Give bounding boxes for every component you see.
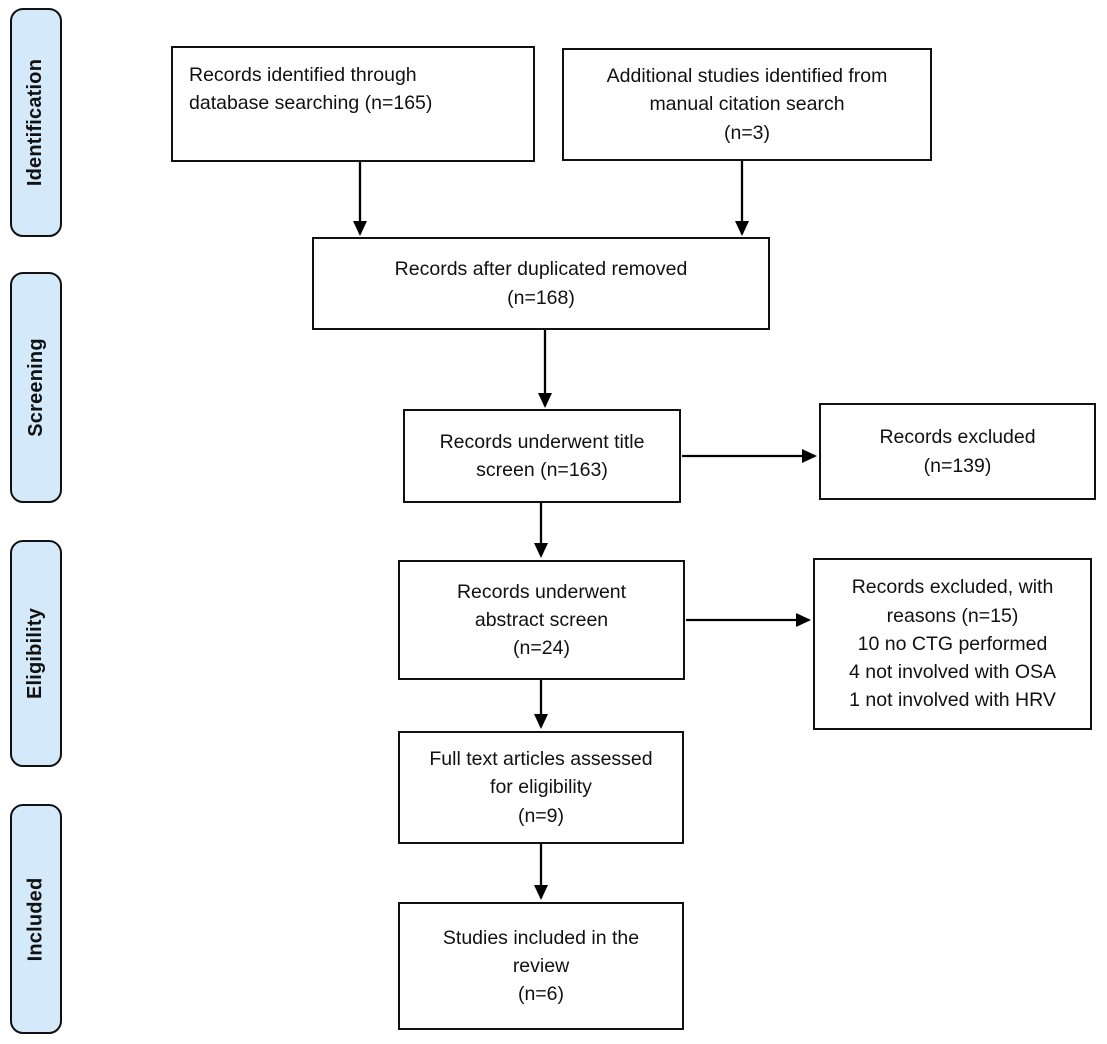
box-records-title-screen: Records underwent title screen (n=163) (403, 409, 681, 503)
box-records-excluded: Records excluded (n=139) (819, 403, 1096, 500)
stage-label-identification: Identification (10, 8, 62, 237)
box-records-abstract-screen: Records underwent abstract screen (n=24) (398, 560, 685, 680)
stage-label-screening-text: Screening (24, 338, 47, 437)
stage-label-eligibility: Eligibility (10, 540, 62, 767)
box-records-excluded-with-reasons: Records excluded, with reasons (n=15) 10… (813, 558, 1092, 730)
box-records-after-duplicates-removed: Records after duplicated removed (n=168) (312, 237, 770, 330)
stage-label-included: Included (10, 804, 62, 1034)
box-studies-included-in-review: Studies included in the review (n=6) (398, 902, 684, 1030)
stage-label-identification-text: Identification (24, 58, 47, 187)
stage-label-included-text: Included (24, 877, 47, 961)
box-full-text-assessed: Full text articles assessed for eligibil… (398, 731, 684, 844)
stage-label-screening: Screening (10, 272, 62, 503)
box-records-identified-database: Records identified through database sear… (171, 46, 535, 162)
stage-label-eligibility-text: Eligibility (24, 607, 47, 700)
box-additional-studies-manual-citation: Additional studies identified from manua… (562, 48, 932, 161)
